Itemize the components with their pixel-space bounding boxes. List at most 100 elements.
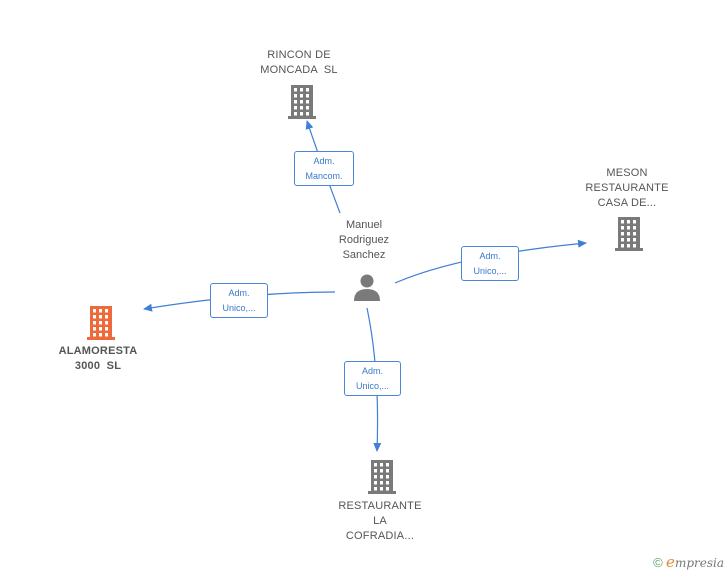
company-name-line: ALAMORESTA	[58, 345, 138, 357]
building-window	[374, 481, 377, 485]
company-name-line: LA	[373, 515, 387, 527]
building-window	[621, 238, 624, 242]
building-window	[627, 244, 630, 248]
building-window	[380, 463, 383, 467]
building-window	[105, 315, 108, 319]
building-window	[621, 220, 624, 224]
footer-brand[interactable]: © empresia	[653, 553, 724, 571]
building-icon[interactable]	[366, 459, 398, 495]
building-window	[300, 94, 303, 98]
building-window	[386, 475, 389, 479]
building-window	[627, 226, 630, 230]
building-window	[306, 100, 309, 104]
building-base	[368, 491, 396, 494]
building-window	[294, 112, 297, 116]
building-window	[306, 112, 309, 116]
edge-label-alamoresta[interactable]: Adm. Unico,...	[210, 283, 268, 318]
building-window	[105, 321, 108, 325]
building-window	[374, 463, 377, 467]
company-label-meson[interactable]: MESON RESTAURANTE CASA DE...	[572, 166, 682, 211]
building-window	[627, 238, 630, 242]
building-window	[93, 333, 96, 337]
brand-logo-text: mpresia	[674, 556, 724, 570]
brand-logo-initial: e	[666, 553, 675, 571]
company-name-line: COFRADIA...	[345, 530, 415, 542]
person-name-line: Rodriguez	[338, 234, 390, 246]
building-window	[300, 106, 303, 110]
copyright-icon: ©	[653, 555, 663, 570]
building-window	[633, 220, 636, 224]
edge-label-rincon[interactable]: Adm. Mancom.	[294, 151, 354, 186]
building-window	[99, 333, 102, 337]
building-window	[93, 315, 96, 319]
company-name-line: 3000 SL	[74, 360, 122, 372]
building-window	[294, 94, 297, 98]
building-window	[627, 220, 630, 224]
building-window	[294, 100, 297, 104]
person-name-line: Manuel	[345, 219, 383, 231]
building-window	[93, 309, 96, 313]
company-name-line: MONCADA SL	[260, 64, 338, 76]
company-name-line: RESTAURANTE	[338, 500, 422, 512]
building-window	[306, 88, 309, 92]
building-window	[380, 487, 383, 491]
company-label-rincon[interactable]: RINCON DE MONCADA SL	[244, 48, 354, 78]
edge-label-line: Unico,...	[355, 381, 389, 391]
building-window	[306, 94, 309, 98]
building-window	[380, 475, 383, 479]
building-window	[386, 463, 389, 467]
building-window	[627, 232, 630, 236]
building-base	[615, 248, 643, 251]
building-window	[374, 487, 377, 491]
building-window	[374, 469, 377, 473]
building-window	[386, 487, 389, 491]
building-window	[633, 238, 636, 242]
edge-label-line: Adm.	[361, 366, 383, 376]
edge-label-line: Unico,...	[473, 266, 507, 276]
building-window	[633, 232, 636, 236]
edge-label-line: Adm.	[313, 156, 335, 166]
building-window	[99, 321, 102, 325]
building-window	[374, 475, 377, 479]
edge-label-line: Adm.	[479, 251, 501, 261]
building-window	[386, 481, 389, 485]
building-window	[386, 469, 389, 473]
building-window	[633, 244, 636, 248]
company-name-line: CASA DE...	[597, 197, 657, 209]
building-window	[105, 309, 108, 313]
company-label-alamoresta[interactable]: ALAMORESTA 3000 SL	[43, 344, 153, 374]
building-window	[300, 112, 303, 116]
edge-label-line: Unico,...	[222, 303, 256, 313]
building-icon[interactable]	[613, 216, 645, 252]
building-window	[380, 469, 383, 473]
building-window	[105, 327, 108, 331]
building-window	[294, 88, 297, 92]
building-window	[300, 88, 303, 92]
person-name[interactable]: Manuel Rodriguez Sanchez	[318, 218, 410, 263]
company-label-restaurante[interactable]: RESTAURANTE LA COFRADIA...	[324, 499, 436, 544]
person-icon[interactable]	[352, 272, 382, 302]
edge-label-line: Adm.	[228, 288, 250, 298]
building-window	[99, 315, 102, 319]
building-window	[300, 100, 303, 104]
building-window	[294, 106, 297, 110]
edge-label-line: Mancom.	[305, 171, 343, 181]
building-window	[99, 309, 102, 313]
edge-label-restaurante[interactable]: Adm. Unico,...	[344, 361, 401, 396]
building-window	[93, 327, 96, 331]
company-name-line: MESON	[606, 167, 648, 179]
building-window	[306, 106, 309, 110]
building-window	[93, 321, 96, 325]
building-icon[interactable]	[286, 84, 318, 120]
building-window	[99, 327, 102, 331]
brand-logo: empresia	[666, 553, 724, 571]
building-window	[621, 244, 624, 248]
building-window	[380, 481, 383, 485]
building-icon[interactable]	[85, 305, 117, 341]
building-window	[621, 232, 624, 236]
building-base	[288, 116, 316, 119]
edge-label-meson[interactable]: Adm. Unico,...	[461, 246, 519, 281]
building-base	[87, 337, 115, 340]
company-name-line: RINCON DE	[267, 49, 331, 61]
person-name-line: Sanchez	[342, 249, 386, 261]
